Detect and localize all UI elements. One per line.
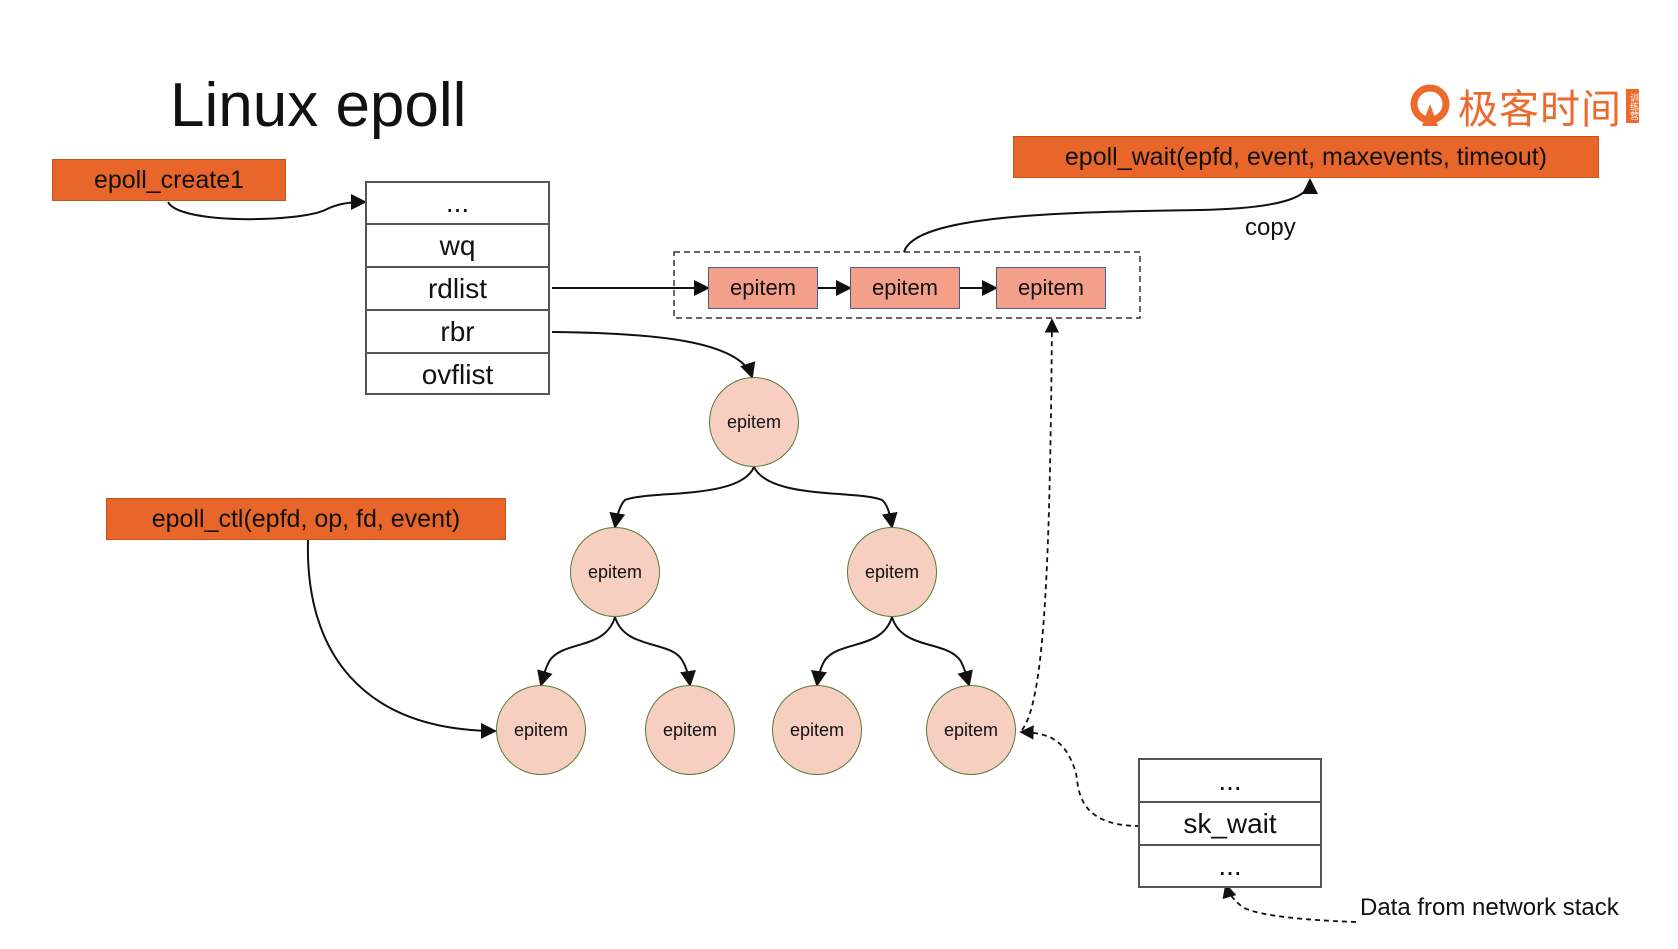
rbr-arrow	[551, 331, 756, 379]
page-title: Linux epoll	[170, 71, 467, 140]
logo-text: 极客时间	[1458, 88, 1622, 132]
logo-badge: 训练营	[1626, 89, 1639, 123]
eventpoll-struct: ... wq rdlist rbr ovflist	[365, 181, 550, 395]
epoll-create-box: epoll_create1	[52, 159, 286, 201]
copy-arrow	[903, 178, 1318, 253]
tree-edge	[609, 466, 755, 529]
tree-node-leaf: epitem	[496, 685, 586, 775]
tree-node-root: epitem	[709, 377, 799, 467]
tree-node-leaf: epitem	[772, 685, 862, 775]
tree-edge	[891, 616, 973, 687]
eventpoll-field: ...	[367, 183, 548, 225]
socket-field: ...	[1140, 760, 1320, 803]
rdlist-item: epitem	[708, 267, 818, 309]
tree-edge	[811, 616, 893, 687]
tree-node-leaf: epitem	[645, 685, 735, 775]
create-arrow	[167, 194, 367, 221]
epoll-wait-box: epoll_wait(epfd, event, maxevents, timeo…	[1013, 136, 1599, 178]
eventpoll-field: ovflist	[421, 358, 494, 390]
socket-struct: ... sk_wait ...	[1138, 758, 1322, 888]
eventpoll-field: wq	[367, 225, 548, 268]
eventpoll-field: rdlist	[367, 268, 548, 311]
rdlist-item: epitem	[996, 267, 1106, 309]
tree-node: epitem	[847, 527, 937, 617]
socket-field: ...	[1218, 850, 1242, 881]
socket-field: sk_wait	[1140, 803, 1320, 846]
skwait-dashed-arrow	[1019, 725, 1141, 827]
tree-edge	[753, 466, 898, 529]
epoll-ctl-box: epoll_ctl(epfd, op, fd, event)	[106, 498, 506, 540]
ready-dashed-arrow	[1021, 318, 1060, 731]
tree-edge	[537, 616, 616, 687]
rdlist-container	[673, 251, 1141, 319]
tree-node-leaf: epitem	[926, 685, 1016, 775]
ctl-arrow	[306, 539, 497, 739]
logo: 极客时间 训练营	[1408, 76, 1639, 136]
copy-label: copy	[1245, 214, 1296, 241]
tree-node: epitem	[570, 527, 660, 617]
tree-edge	[614, 616, 696, 687]
network-label: Data from network stack	[1360, 894, 1619, 921]
rdlist-item: epitem	[850, 267, 960, 309]
eventpoll-field: rbr	[367, 311, 548, 354]
network-dashed-arrow	[1222, 883, 1357, 923]
geektime-logo-icon	[1410, 84, 1450, 126]
